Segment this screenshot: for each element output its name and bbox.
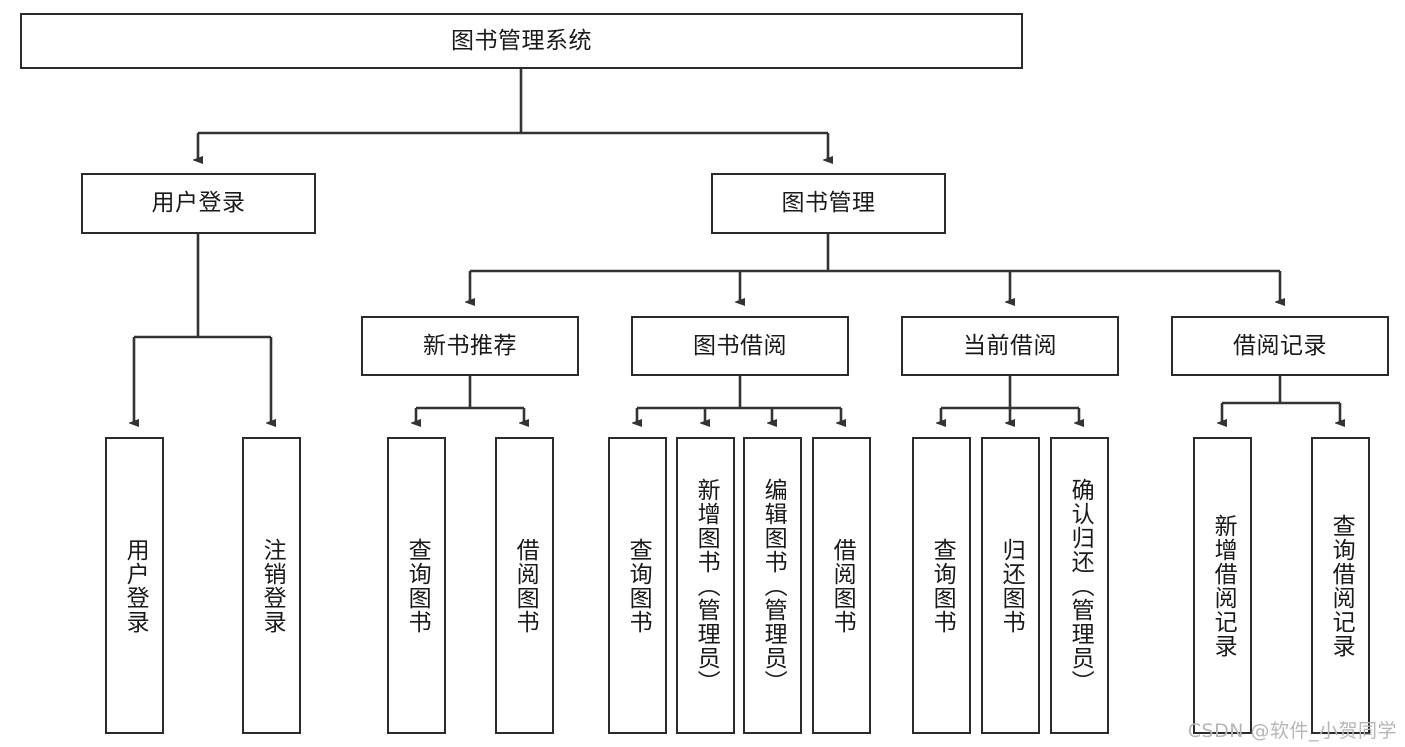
leaf-add-book-admin[interactable]: 新增图书（管理员）	[676, 437, 735, 734]
node-label: 确认归还（管理员）	[1067, 477, 1094, 694]
node-label: 注销登录	[259, 537, 286, 634]
node-label: 查询借阅记录	[1328, 513, 1355, 658]
node-label: 归还图书	[998, 537, 1025, 634]
leaf-edit-book-admin[interactable]: 编辑图书（管理员）	[743, 437, 802, 734]
leaf-add-borrow-record[interactable]: 新增借阅记录	[1193, 437, 1252, 734]
node-book-management[interactable]: 图书管理	[711, 173, 946, 234]
node-new-book-recommendation[interactable]: 新书推荐	[361, 316, 579, 376]
node-current-borrowing[interactable]: 当前借阅	[901, 316, 1119, 376]
leaf-query-book-current[interactable]: 查询图书	[912, 437, 971, 734]
node-borrowing-record[interactable]: 借阅记录	[1171, 316, 1389, 376]
leaf-return-book[interactable]: 归还图书	[981, 437, 1040, 734]
node-label: 新增图书（管理员）	[693, 477, 720, 694]
leaf-borrow-book[interactable]: 借阅图书	[812, 437, 871, 734]
node-user-login[interactable]: 用户登录	[81, 173, 316, 234]
node-label: 查询图书	[929, 537, 956, 634]
node-label: 新书推荐	[423, 332, 517, 359]
leaf-logout[interactable]: 注销登录	[242, 437, 301, 734]
leaf-confirm-return-admin[interactable]: 确认归还（管理员）	[1050, 437, 1109, 734]
leaf-query-book-new[interactable]: 查询图书	[387, 437, 446, 734]
node-label: 查询图书	[625, 537, 652, 634]
node-label: 借阅图书	[829, 537, 856, 634]
leaf-query-book-borrow[interactable]: 查询图书	[608, 437, 667, 734]
leaf-user-login[interactable]: 用户登录	[105, 437, 164, 734]
node-root-book-management-system[interactable]: 图书管理系统	[20, 13, 1023, 69]
node-label: 新增借阅记录	[1210, 513, 1237, 658]
node-label: 图书管理系统	[451, 27, 592, 54]
node-book-borrowing[interactable]: 图书借阅	[631, 316, 849, 376]
node-label: 图书借阅	[693, 332, 787, 359]
node-label: 用户登录	[122, 537, 149, 634]
node-label: 当前借阅	[963, 332, 1057, 359]
node-label: 编辑图书（管理员）	[760, 477, 787, 694]
node-label: 借阅图书	[512, 537, 539, 634]
watermark: CSDN @软件_小贺同学	[1187, 720, 1397, 742]
leaf-borrow-book-new[interactable]: 借阅图书	[495, 437, 554, 734]
node-label: 用户登录	[151, 190, 246, 217]
node-label: 图书管理	[781, 190, 876, 217]
node-label: 查询图书	[404, 537, 431, 634]
node-label: 借阅记录	[1233, 332, 1327, 359]
leaf-query-borrow-record[interactable]: 查询借阅记录	[1311, 437, 1370, 734]
